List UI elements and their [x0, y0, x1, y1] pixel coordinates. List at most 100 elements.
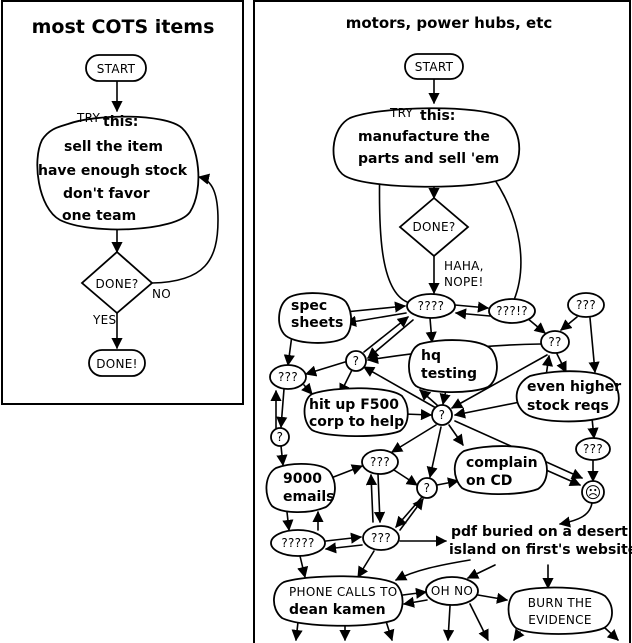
- q3-left-node: [269, 364, 307, 390]
- q3-mid-label: ???: [370, 455, 390, 469]
- edge-q4-to-q3x: [454, 301, 490, 313]
- right-panel: motors, power hubs, etc: [253, 0, 632, 643]
- left-item-2: have enough stock: [38, 163, 188, 179]
- q1-b-label: ?: [439, 408, 446, 422]
- q4-label: ????: [418, 299, 445, 313]
- edge-complain-to-sad: [545, 469, 582, 487]
- edge-q3top-to-higher: [588, 317, 600, 374]
- q1-c-label: ?: [277, 430, 284, 444]
- oh-no-label: OH NO: [431, 584, 473, 598]
- hq-testing-node: [408, 339, 498, 393]
- oh-no-node: [425, 576, 479, 606]
- edge-burn-out-1: [513, 628, 525, 641]
- edge-q2-to-q1b: [451, 354, 548, 409]
- edge-ohno-to-phone: [402, 596, 428, 608]
- edge-q4-to-hq: [425, 317, 437, 344]
- edge-ohno-out-2: [469, 603, 489, 642]
- left-done-node: [88, 349, 146, 377]
- edge-q1b-to-complain: [448, 424, 464, 446]
- left-panel-title: most COTS items: [32, 16, 215, 38]
- right-main-line-1: manufacture the: [358, 129, 490, 145]
- q1-d-label: ?: [424, 481, 431, 495]
- edge-q3mid-to-q3low: [373, 473, 386, 524]
- q5-label: ?????: [281, 536, 314, 550]
- left-try-node: [36, 115, 200, 231]
- complain-node: [453, 445, 548, 495]
- right-nodes: START TRY this: manufacture the parts an…: [265, 53, 632, 635]
- left-edge-no-loop: [151, 173, 219, 284]
- pdf-line-2: island on first's website: [449, 542, 632, 558]
- edge-q3left-to-hit: [301, 382, 313, 395]
- hq-testing-line-2: testing: [421, 366, 477, 382]
- edge-q1b-to-q3mid: [391, 424, 437, 453]
- edge-q3low-to-q3mid: [365, 473, 378, 523]
- burn-evidence-line-1: BURN THE: [528, 596, 592, 610]
- edge-q1b-to-hq: [419, 389, 438, 406]
- left-try-prefix: TRY: [76, 111, 101, 125]
- right-panel-title: motors, power hubs, etc: [346, 14, 553, 32]
- edge-q1a-to-q4: [363, 316, 409, 353]
- edge-q2-to-higher: [556, 353, 567, 374]
- q3x-node: [488, 298, 536, 324]
- q3-low-node: [362, 525, 400, 551]
- edge-burn-out-2: [604, 627, 619, 641]
- left-item-3: don't favor: [63, 186, 150, 202]
- edge-emails-to-q5: [282, 511, 294, 532]
- phone-calls-line-2: dean kamen: [289, 602, 386, 618]
- right-try-prefix: TRY: [389, 106, 414, 120]
- q2-label: ??: [548, 335, 561, 349]
- emails-line-2: emails: [283, 489, 334, 505]
- right-haha-line-2: NOPE!: [444, 275, 484, 289]
- phone-calls-line-1: PHONE CALLS TO: [289, 585, 397, 599]
- left-item-4: one team: [62, 208, 136, 224]
- edge-pdf-to-phone: [395, 559, 471, 581]
- left-no-label: NO: [152, 287, 171, 301]
- edge-q3mid-to-q1d: [393, 469, 418, 486]
- burn-evidence-line-2: EVIDENCE: [528, 613, 592, 627]
- edge-q3low-to-q1d: [399, 498, 424, 531]
- right-haha-line-1: HAHA,: [444, 259, 484, 273]
- q3-right-node: [575, 437, 611, 461]
- q1-a-label: ?: [353, 354, 360, 368]
- spec-sheets-line-2: sheets: [291, 315, 343, 331]
- left-start-node: [85, 54, 147, 82]
- q5-node: [270, 529, 326, 557]
- edge-ohno-to-burn: [477, 592, 509, 604]
- edge-q5-to-q3low: [325, 532, 363, 544]
- edge-emails-to-q3mid: [330, 464, 364, 479]
- sad-face-node: [581, 480, 605, 504]
- hit-up-line-2: corp to help: [309, 414, 404, 430]
- right-try-this: this:: [420, 108, 455, 124]
- edge-q3x-to-q2: [526, 317, 546, 334]
- edge-ohno-out: [443, 605, 455, 642]
- left-item-1: sell the item: [64, 139, 163, 155]
- q3-top-node: [567, 292, 605, 318]
- right-done-q-label: DONE?: [412, 220, 455, 234]
- edge-q3top-to-q2: [560, 316, 578, 331]
- phone-calls-node: [273, 575, 404, 627]
- edge-spec-to-q3left: [283, 334, 295, 367]
- q1-b-node: [431, 404, 453, 426]
- higher-stock-line-2: stock reqs: [527, 398, 609, 414]
- complain-line-2: on CD: [466, 473, 512, 489]
- edge-q1a-to-q3left: [304, 361, 346, 377]
- edge-q1d-to-complain: [436, 477, 460, 489]
- left-try-this: this:: [103, 114, 138, 130]
- q2-node: [540, 330, 570, 354]
- left-panel: most COTS items START TRY this: sell the…: [1, 0, 244, 405]
- higher-stock-node: [515, 370, 620, 423]
- edge-pdf-to-ohno: [466, 564, 496, 579]
- burn-evidence-node: [507, 586, 613, 635]
- edge-phone-to-ohno: [402, 587, 428, 599]
- left-start-label: START: [97, 62, 136, 76]
- edge-phone-out-1: [291, 621, 303, 642]
- pdf-line-1: pdf buried on a desert: [451, 524, 628, 540]
- edge-q3low-to-q5: [324, 542, 363, 554]
- hit-up-line-1: hit up F500: [309, 397, 399, 413]
- edge-q4-to-spec: [344, 312, 407, 327]
- edge-q1c-to-emails: [276, 445, 288, 467]
- edge-q3x-to-q4: [454, 308, 491, 320]
- edge-q1b-to-q1a: [363, 366, 437, 409]
- q3-mid-node: [361, 449, 399, 475]
